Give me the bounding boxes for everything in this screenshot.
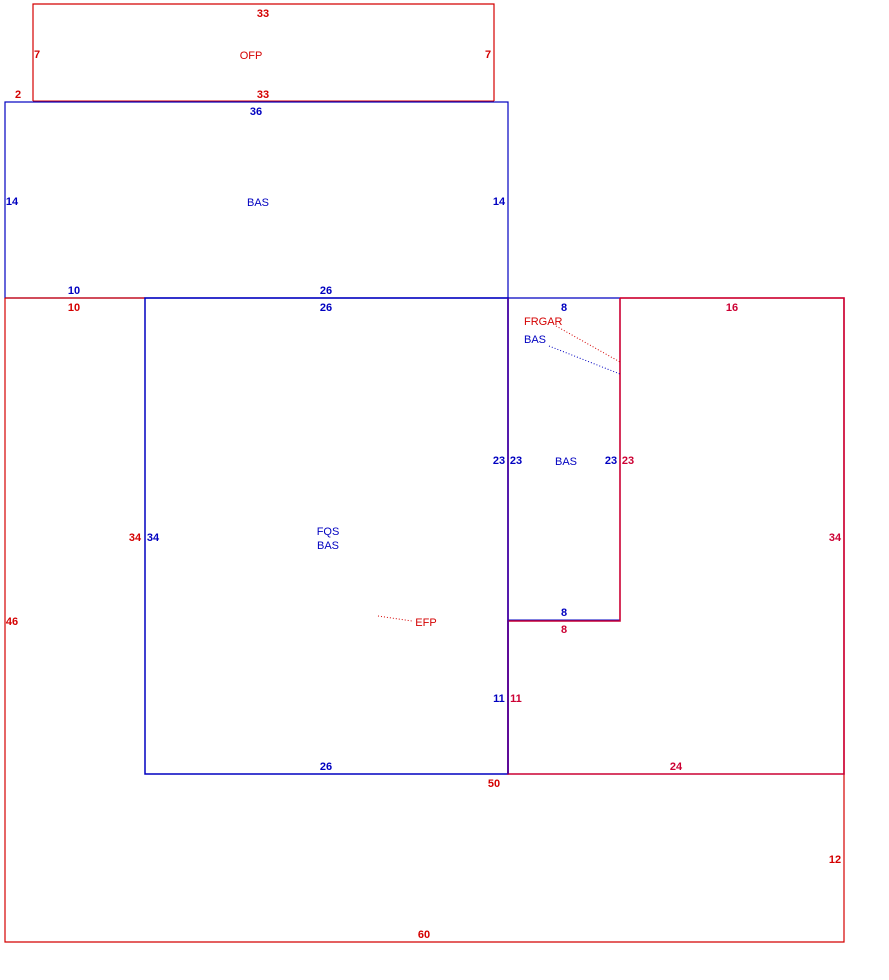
frgar-dim-bottom-left: 8 (561, 624, 567, 636)
bas-upper-dim-top: 36 (250, 106, 262, 118)
ofp-outline (32, 3, 495, 101)
frgar-leader (555, 325, 621, 363)
fqs-dim-bottom: 26 (320, 761, 332, 773)
frgar-dim-bottom: 24 (670, 761, 683, 773)
ofp-area-code: OFP (240, 50, 263, 62)
bas-upper-area-code: BAS (247, 197, 269, 209)
bas-upper-dim-bottom: 26 (320, 285, 332, 297)
bas-upper-dim-bottom-left: 10 (68, 285, 80, 297)
bas-small-dim-bottom: 8 (561, 607, 567, 619)
outer-dim-top-left: 10 (68, 302, 80, 314)
fqs-dim-left-blue: 34 (147, 532, 160, 544)
frgar-dim-left-upper: 23 (622, 455, 634, 467)
outer-dim-right: 12 (829, 854, 841, 866)
ofp-dim-bottom: 33 (257, 89, 269, 101)
efp-area-code: EFP (415, 617, 436, 629)
frgar-dim-left-lower: 11 (510, 693, 522, 705)
fqs-dim-left-red: 34 (129, 532, 142, 544)
bas-small-dim-left: 23 (510, 455, 522, 467)
outer-dim-corner: 50 (488, 778, 500, 790)
ofp-dim-right: 7 (485, 49, 491, 61)
bas-small-area-code: BAS (555, 456, 577, 468)
bas-leader (548, 345, 621, 375)
bas-small-dim-top: 8 (561, 302, 567, 314)
ofp-dim-offset: 2 (15, 89, 21, 101)
fqs-dim-top: 26 (320, 302, 332, 314)
frgar-area-code: FRGAR (524, 316, 563, 328)
ofp-dim-top: 33 (257, 8, 269, 20)
outer-dim-left: 46 (6, 616, 18, 628)
frgar-dim-right: 34 (829, 532, 842, 544)
outer-dim-bottom: 60 (418, 929, 430, 941)
fqs-area-code: FQS (317, 526, 340, 538)
frgar-area-code-2: BAS (524, 334, 546, 346)
fqs-dim-right-lower: 11 (493, 693, 505, 705)
ofp-dim-left: 7 (34, 49, 40, 61)
bas-upper-dim-right: 14 (493, 196, 506, 208)
bas-small-dim-right: 23 (605, 455, 617, 467)
bas-upper-dim-left: 14 (6, 196, 19, 208)
frgar-dim-top: 16 (726, 302, 738, 314)
fqs-dim-right-upper: 23 (493, 455, 505, 467)
fqs-area-code-2: BAS (317, 540, 339, 552)
frgar-outline (507, 297, 845, 775)
efp-leader (377, 615, 413, 622)
